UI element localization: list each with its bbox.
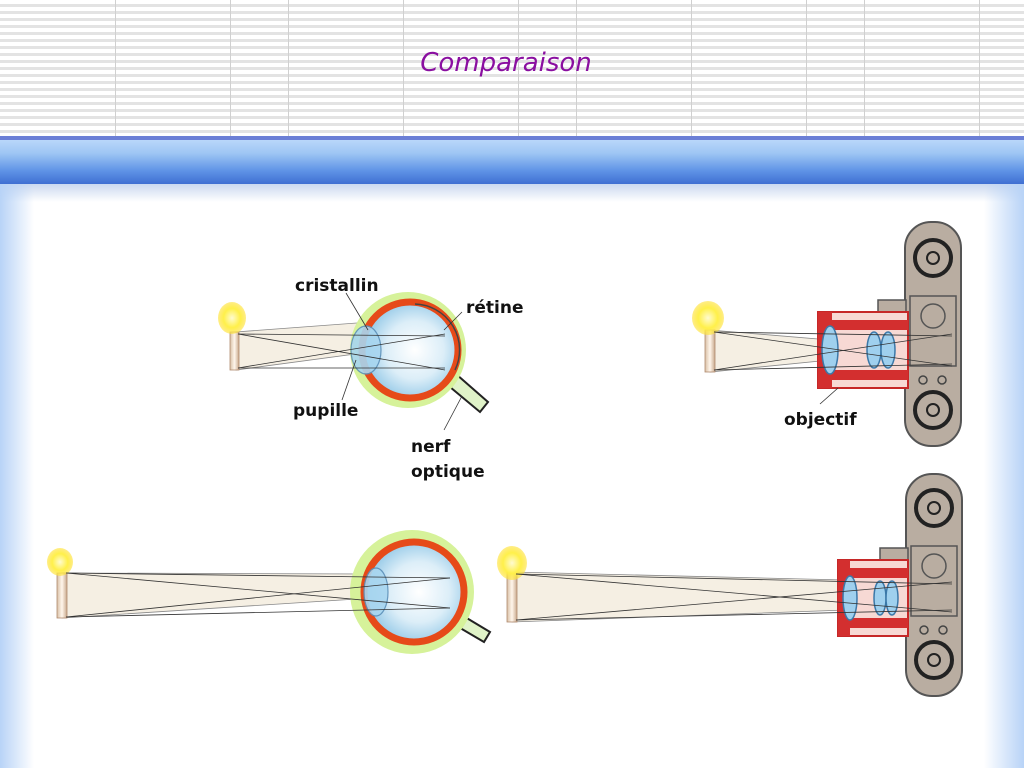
light-beam <box>709 329 831 373</box>
film-spool-core <box>926 251 940 265</box>
camera-viewfinder <box>909 295 957 367</box>
slide-title: Comparaison <box>420 48 592 78</box>
candle <box>47 548 73 619</box>
candle <box>692 301 724 373</box>
retina-line <box>414 303 461 371</box>
flame <box>692 301 724 335</box>
nerf-leader <box>443 395 463 431</box>
camera-screw <box>919 625 929 635</box>
header-divider <box>979 0 980 136</box>
candle <box>497 546 527 623</box>
ray-lines <box>713 331 953 371</box>
light-beam <box>511 571 847 623</box>
crystalline-lens <box>363 567 389 617</box>
label-retine: rétine <box>466 298 524 318</box>
film-spool-core <box>927 653 941 667</box>
label-optique: optique <box>411 462 485 482</box>
film-spool-icon <box>914 488 954 528</box>
film-spool-icon <box>914 640 954 680</box>
header-stripes <box>0 0 1024 136</box>
header-divider <box>691 0 692 136</box>
header-divider <box>806 0 807 136</box>
film-spool-core <box>926 403 940 417</box>
objectif-leader <box>819 387 839 405</box>
camera-screw <box>918 375 928 385</box>
pupille-leader <box>341 359 357 401</box>
candle <box>218 302 246 371</box>
header-divider <box>576 0 577 136</box>
camera-screw <box>937 375 947 385</box>
header-divider <box>864 0 865 136</box>
label-objectif: objectif <box>784 410 857 430</box>
camera-far-group <box>497 473 963 697</box>
camera-dial <box>920 303 946 329</box>
flame <box>497 546 527 580</box>
lens-barrel <box>817 311 909 389</box>
flame <box>47 548 73 576</box>
header-divider <box>403 0 404 136</box>
header-divider <box>518 0 519 136</box>
eye-near-group: cristallin rétine pupille nerf optique <box>218 276 524 482</box>
eye-far-group <box>47 530 492 654</box>
flame <box>218 302 246 334</box>
light-beam <box>235 321 371 371</box>
ray-lines <box>237 333 446 371</box>
header-bar-line <box>0 136 1024 140</box>
film-spool-icon <box>913 390 953 430</box>
film-spool-core <box>927 501 941 515</box>
header-divider <box>230 0 231 136</box>
label-nerf: nerf <box>411 437 451 457</box>
camera-near-group: objectif <box>692 221 962 447</box>
cristallin-leader <box>345 292 369 331</box>
header-bar <box>0 140 1024 184</box>
label-pupille: pupille <box>293 401 358 421</box>
left-edge-gradient <box>0 184 34 768</box>
lens-barrel <box>837 559 909 637</box>
ray-lines <box>65 572 451 618</box>
film-spool-icon <box>913 238 953 278</box>
retine-leader <box>443 311 463 331</box>
camera-viewfinder <box>910 545 958 617</box>
header-bar-shadow <box>0 184 1024 202</box>
header-divider <box>115 0 116 136</box>
camera-screw <box>938 625 948 635</box>
camera-dial <box>921 553 947 579</box>
right-edge-gradient <box>984 184 1024 768</box>
crystalline-lens <box>350 325 382 375</box>
header-divider <box>288 0 289 136</box>
label-cristallin: cristallin <box>295 276 379 296</box>
ray-lines <box>515 573 953 621</box>
